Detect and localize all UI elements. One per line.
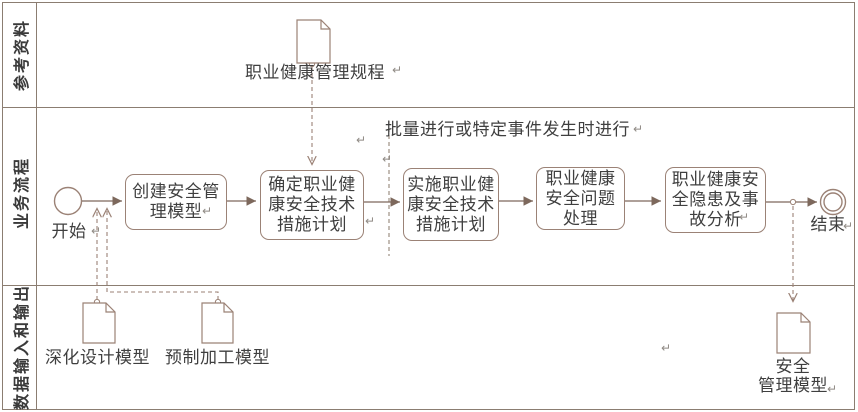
lane-label-reference: 参考资料 (14, 18, 31, 92)
task-create-safety-model[interactable]: 创建安全管 理模型 (125, 174, 227, 230)
return-mark: ↵ (739, 210, 750, 224)
document-icon-prefab-model[interactable] (201, 302, 234, 344)
start-event-label: 开始 (51, 222, 87, 241)
lane-label-data-io: 数据输入和输出 (14, 283, 31, 411)
end-event-label: 结束 (810, 215, 846, 234)
return-mark: ↵ (356, 133, 367, 147)
lane-label-business: 业务流程 (14, 156, 31, 230)
return-mark: ↵ (392, 63, 403, 77)
return-mark: ↵ (236, 349, 247, 363)
doc-label-safety-model: 安全 管理模型 (758, 357, 828, 395)
start-event-circle[interactable] (53, 186, 83, 216)
association-model2-to-start (107, 209, 219, 300)
end-event-circle[interactable] (819, 188, 847, 216)
doc-label-prefab: 预制加工模型 (165, 348, 270, 367)
document-icon-deepen-design-model[interactable] (82, 302, 116, 344)
return-mark: ↵ (365, 214, 376, 228)
return-mark: ↵ (91, 224, 102, 238)
task-handle-ohs-problems[interactable]: 职业健康 安全问题 处理 (536, 167, 625, 230)
return-mark: ↵ (843, 219, 854, 233)
doc-label-deepen-design: 深化设计模型 (45, 348, 150, 367)
document-icon-safety-model[interactable] (776, 312, 811, 354)
return-mark: ↵ (382, 152, 393, 166)
document-icon-reference[interactable] (296, 19, 331, 64)
return-mark: ↵ (661, 341, 672, 355)
task-analyze-hazards-accidents[interactable]: 职业健康安 全隐患及事 故分析 (665, 167, 766, 233)
return-mark: ↵ (202, 204, 213, 218)
group-note-label: 批量进行或特定事件发生时进行 (385, 120, 630, 139)
return-mark: ↵ (827, 382, 838, 396)
return-mark: ↵ (633, 122, 644, 136)
task-define-ohs-measures-plan[interactable]: 确定职业健 康安全技术 措施计划 (260, 170, 364, 240)
doc-label-reference: 职业健康管理规程 (245, 63, 385, 82)
task-implement-ohs-measures[interactable]: 实施职业健 康安全技术 措施计划 (403, 168, 499, 241)
connection-point (789, 198, 797, 206)
